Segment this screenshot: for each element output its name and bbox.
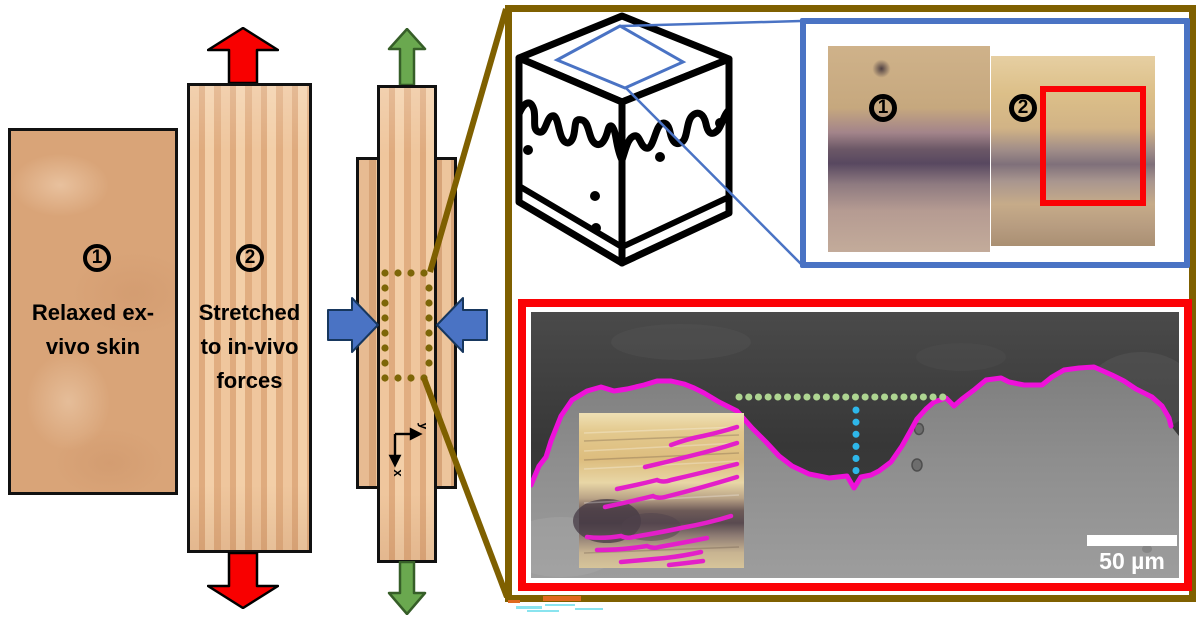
scale-bar — [1087, 535, 1177, 546]
blue-compression-arrow-left — [327, 297, 379, 353]
relaxed-skin-sample — [8, 128, 178, 495]
micrograph2-number-badge: 2 — [1009, 94, 1037, 122]
red-up-arrow — [207, 27, 279, 84]
sample2-number-badge: 2 — [236, 244, 264, 272]
glitch-cyan-dash — [516, 606, 542, 609]
scale-bar-label: 50 µm — [1099, 548, 1165, 574]
collagen-trace-lines — [584, 424, 740, 568]
micrograph1-number-badge: 1 — [869, 94, 897, 122]
micrograph-roi-square — [1040, 86, 1146, 206]
blue-compression-arrow-right — [436, 297, 488, 353]
glitch-cyan-dash — [545, 604, 575, 606]
axis-y-label: y — [417, 422, 426, 430]
glitch-orange-dash — [508, 600, 520, 603]
glitch-orange-dash — [543, 596, 581, 601]
green-up-arrow — [387, 28, 427, 86]
xy-axis-indicator: y x — [388, 422, 426, 477]
green-down-arrow — [387, 561, 427, 615]
sample2-number: 2 — [244, 247, 256, 268]
axis-x-label: x — [391, 469, 406, 477]
roi-dotted-rectangle — [381, 269, 433, 382]
cube-top-roi-outline — [553, 24, 687, 90]
sample1-number-badge: 1 — [83, 244, 111, 272]
skin-block-cube-icon — [515, 12, 733, 267]
sample1-number: 1 — [91, 247, 103, 268]
sem-cross-section-image: 50 µm — [531, 312, 1179, 578]
surface-trace-line — [531, 364, 1174, 491]
stretched-skin-sample — [187, 83, 312, 553]
red-down-arrow — [207, 552, 279, 609]
sample2-caption: Stretched to in-vivo forces — [198, 300, 301, 393]
glitch-cyan-dash — [527, 610, 559, 612]
sample1-caption: Relaxed ex- vivo skin — [31, 300, 155, 359]
micrograph-relaxed — [828, 46, 990, 252]
histology-inset — [573, 413, 744, 568]
glitch-cyan-dash — [575, 608, 603, 610]
